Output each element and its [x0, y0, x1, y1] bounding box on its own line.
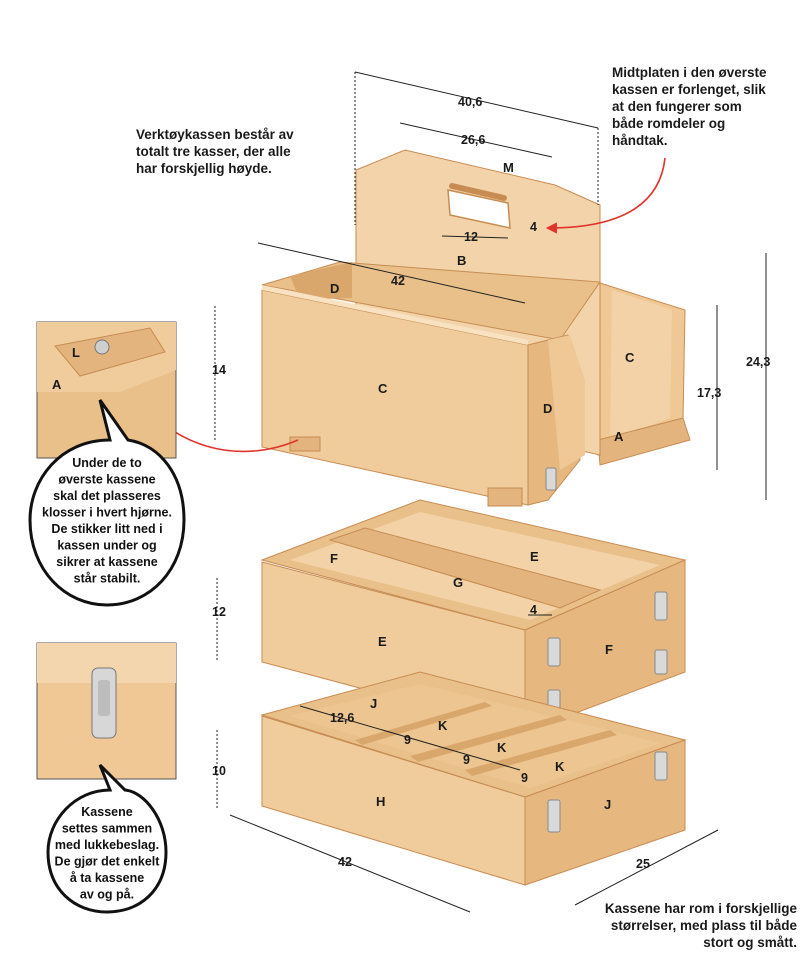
dim-9-a: 9 [404, 733, 411, 747]
inset-corner-block: L A [36, 321, 177, 459]
inset-latch [36, 642, 177, 780]
dim-42: 42 [391, 274, 405, 288]
label-K-3: K [555, 759, 565, 774]
inset-label-A: A [52, 377, 62, 392]
bubble-line: sikrer at kassene [56, 555, 158, 569]
bubble-line: står stabilt. [74, 572, 141, 586]
label-F-mid: F [330, 551, 338, 566]
label-E-mid-back: E [530, 549, 539, 564]
dim-24-3: 24,3 [746, 355, 770, 369]
note-top-right: Midtplaten i den øverste kassen er forle… [612, 65, 767, 148]
label-M: M [503, 160, 514, 175]
label-G: G [453, 575, 463, 590]
dimension-lines [214, 71, 767, 913]
bubble-line: De gjør det enkelt [55, 855, 161, 869]
bubble-line: De stikker litt ned i [51, 522, 162, 536]
bubble-line: skal det plasseres [53, 489, 161, 503]
bubble-line: øverste kassene [58, 473, 155, 487]
dim-4-mid: 4 [530, 603, 537, 617]
red-arrow-top [545, 157, 666, 234]
dim-12-6: 12,6 [330, 711, 354, 725]
label-H: H [376, 794, 385, 809]
label-F-side: F [605, 642, 613, 657]
dim-9-b: 9 [463, 753, 470, 767]
top-box [261, 149, 691, 507]
bubble-line: klosser i hvert hjørne. [42, 506, 172, 520]
bottom-box [260, 671, 687, 886]
label-K-2: K [497, 740, 507, 755]
dim-4: 4 [530, 220, 537, 234]
label-J-side: J [604, 797, 611, 812]
dim-17-3: 17,3 [697, 386, 721, 400]
label-D-end: D [543, 401, 552, 416]
label-E-front: E [378, 634, 387, 649]
label-C-end: C [625, 350, 635, 365]
dim-12-mid: 12 [212, 605, 226, 619]
label-K-1: K [438, 718, 448, 733]
dim-10: 10 [212, 764, 226, 778]
bubble-line: Kassene [81, 805, 132, 819]
middle-box [260, 499, 687, 733]
dim-26-6: 26,6 [461, 133, 485, 147]
bubble-line: Under de to [72, 456, 142, 470]
dim-9-c: 9 [521, 771, 528, 785]
bubble-line: å ta kassene [70, 871, 144, 885]
label-C-front: C [378, 381, 388, 396]
bubble-line: settes sammen [62, 822, 152, 836]
dim-14: 14 [212, 363, 226, 377]
bubble-upper: Under de to øverste kassene skal det plass… [28, 399, 186, 607]
bubble-line: av og på. [80, 888, 134, 902]
dim-25: 25 [636, 857, 650, 871]
label-J-top: J [370, 696, 377, 711]
inset-label-L: L [72, 345, 80, 360]
label-D-top: D [330, 281, 339, 296]
label-A: A [614, 429, 624, 444]
bubble-line: med lukkebeslag. [55, 838, 159, 852]
dim-40-6: 40,6 [458, 95, 482, 109]
note-bottom-right: Kassene har rom i forskjellige størrelse… [604, 901, 797, 950]
label-B: B [457, 253, 466, 268]
dim-12: 12 [464, 230, 478, 244]
bubble-lower: Kassene settes sammen med lukkebeslag. De g… [46, 763, 168, 914]
bubble-line: kassen under og [57, 539, 156, 553]
note-top-left: Verktøykassen består av totalt tre kasse… [136, 127, 294, 176]
dim-42-bottom: 42 [338, 855, 352, 869]
